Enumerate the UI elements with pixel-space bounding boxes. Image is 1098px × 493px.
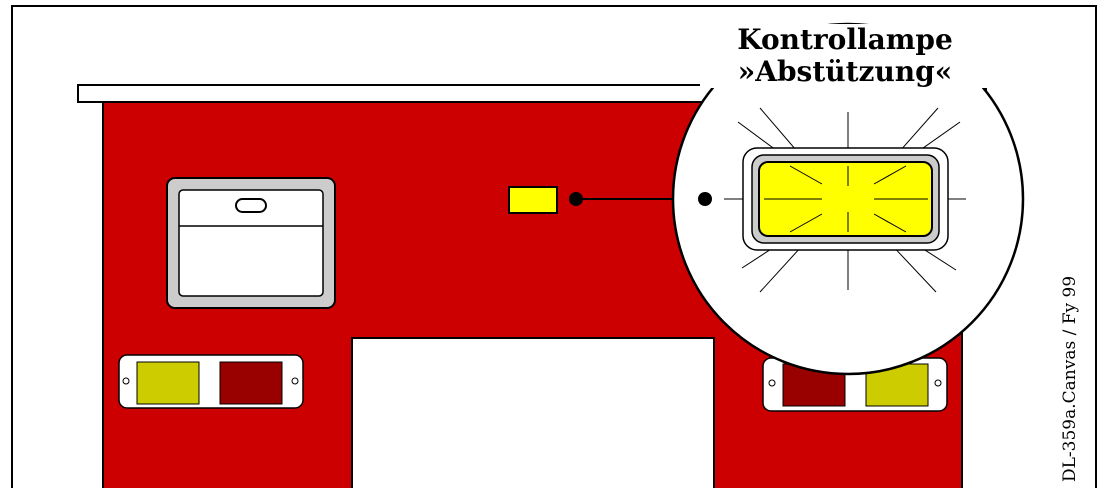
- warning-lamp-icon: [758, 161, 933, 237]
- figure-caption: DL-359a.Canvas / Fy 99: [1060, 275, 1080, 482]
- support-indicator-lamp: [508, 186, 558, 214]
- lamp-glow-rays: [764, 165, 928, 233]
- screw-icon: [934, 379, 942, 387]
- grip-handle-icon: [235, 198, 267, 213]
- screw-icon: [291, 377, 299, 385]
- screw-icon: [768, 379, 776, 387]
- callout-label: Kontrollampe »Abstützung«: [700, 24, 990, 88]
- leader-dot-start: [569, 192, 583, 206]
- frame-border: [11, 5, 1097, 493]
- callout-line-2: »Abstützung«: [700, 56, 990, 88]
- leader-dot-end: [698, 192, 712, 206]
- left-indicator-lamp: [136, 361, 200, 405]
- door-opening: [351, 337, 715, 493]
- left-brake-lamp: [219, 361, 283, 405]
- callout-line-1: Kontrollampe: [700, 24, 990, 56]
- hatch-panel: [178, 189, 324, 297]
- screw-icon: [122, 377, 130, 385]
